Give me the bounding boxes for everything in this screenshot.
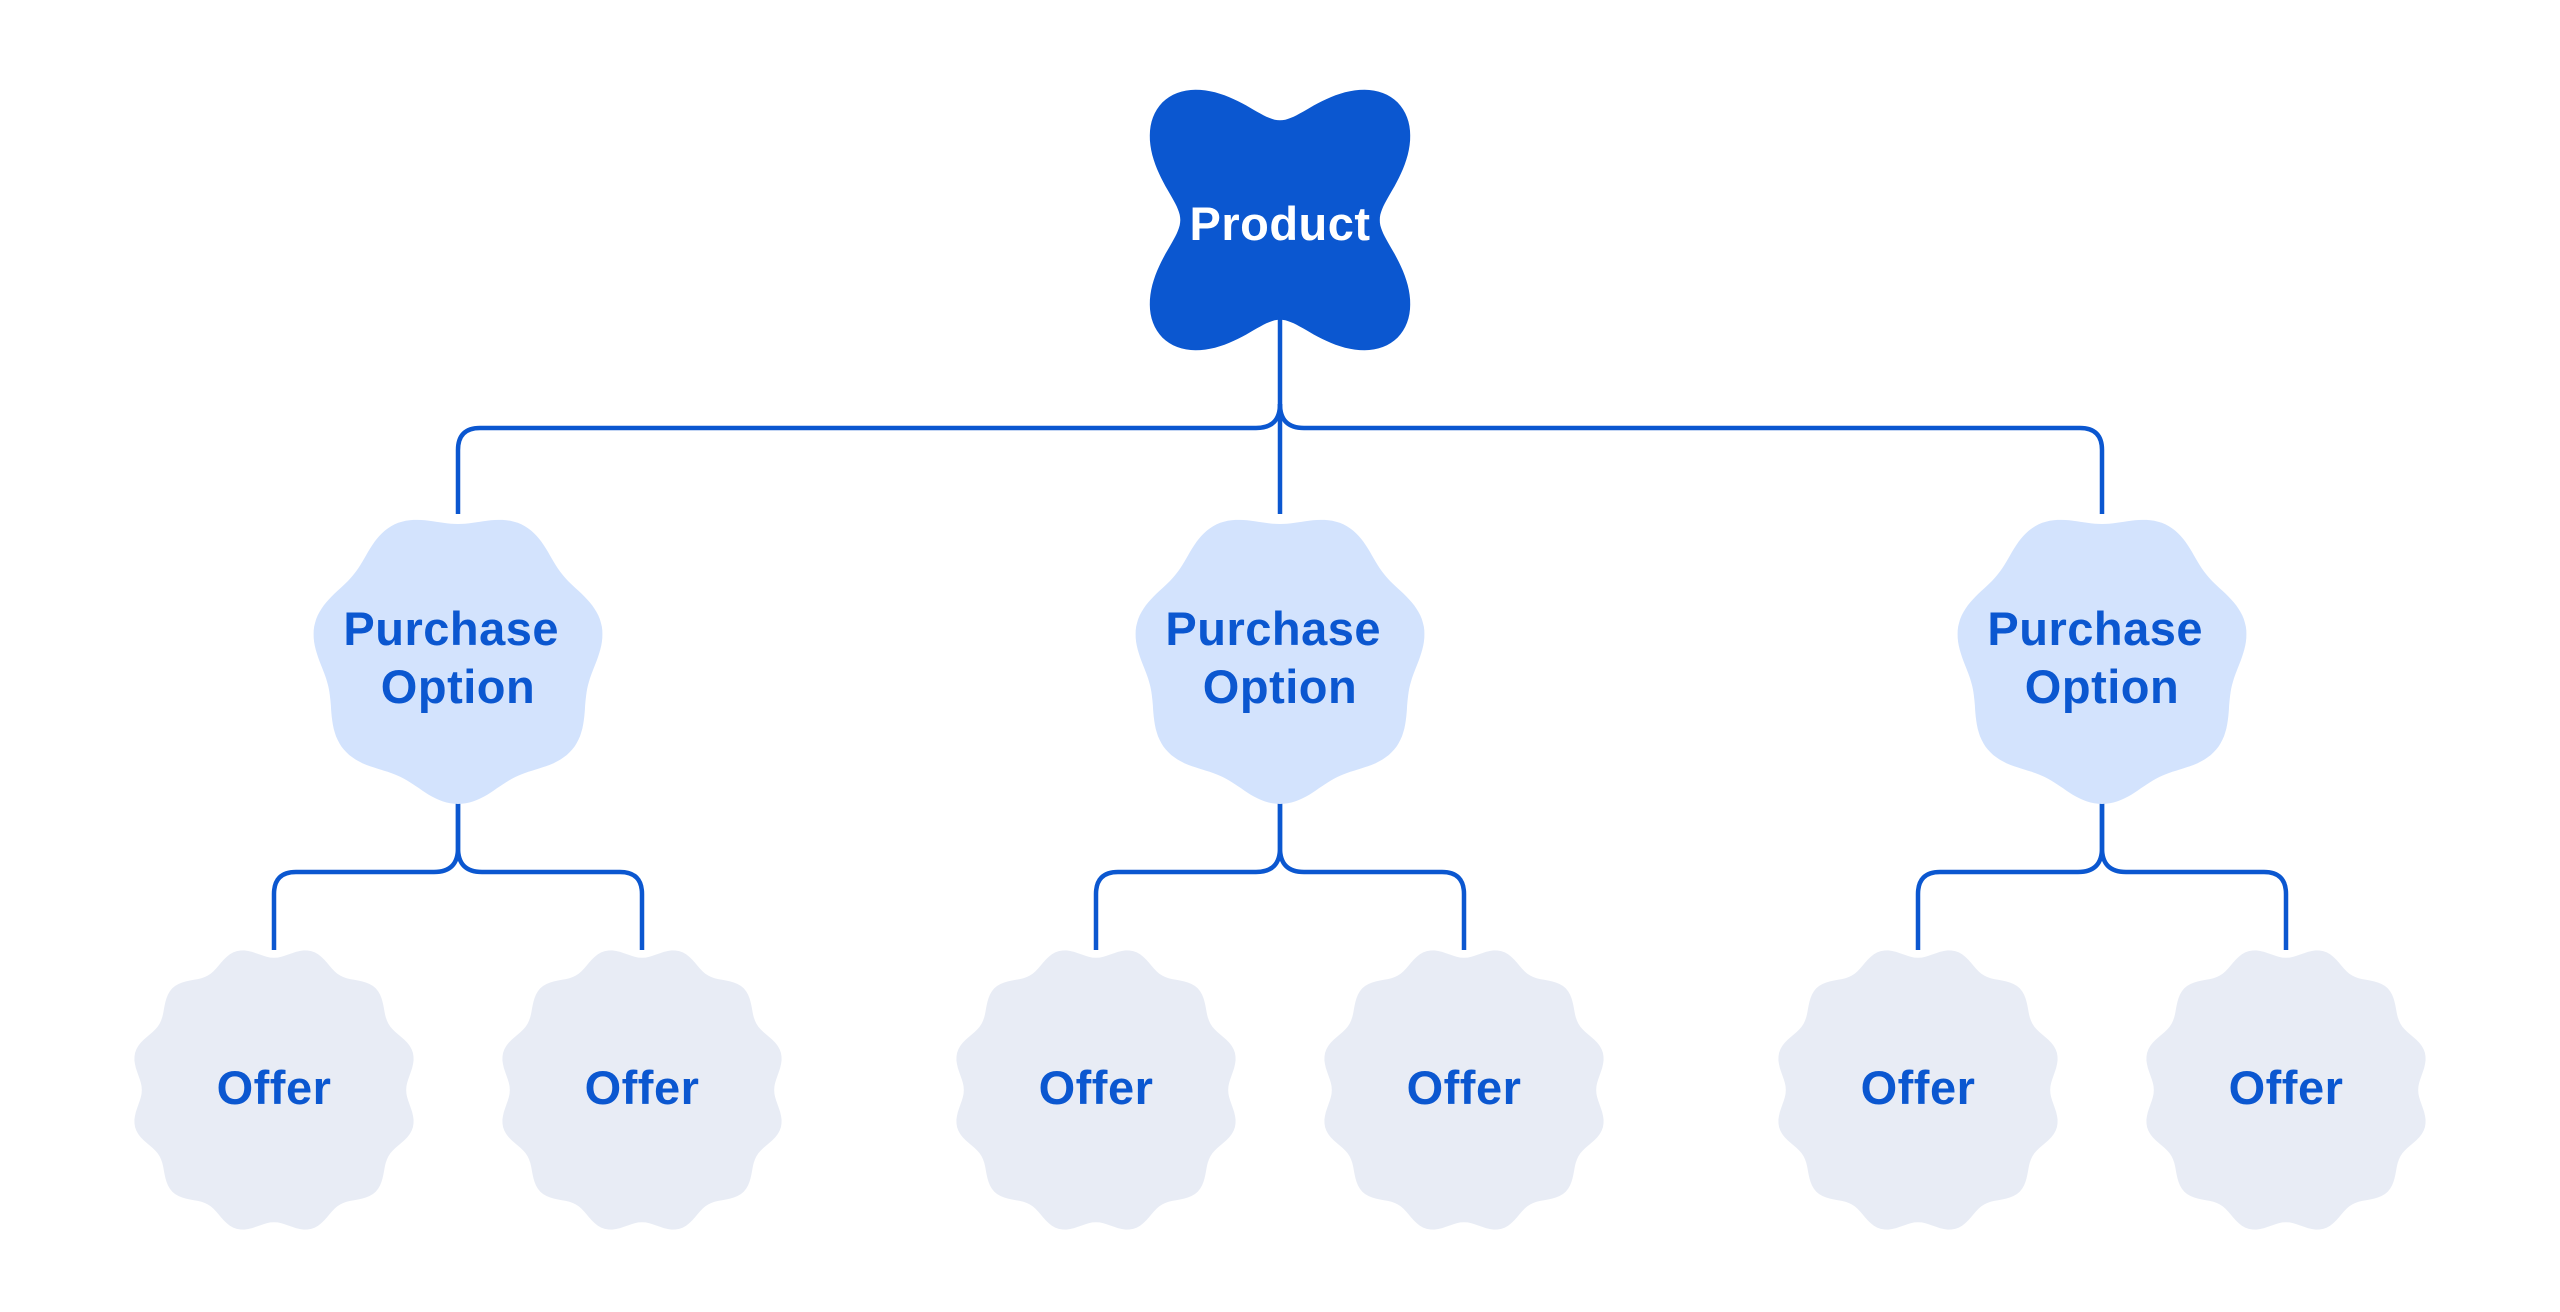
purchase-option-node-label: Purchase Option [1165,602,1394,713]
purchase-option-node-shape [1957,519,2247,804]
connector-line [1277,795,1467,950]
connector-line [2099,795,2289,950]
offer-node-label: Offer [1039,1061,1154,1114]
offer-node-label: Offer [585,1061,700,1114]
offer-node-shape [1778,950,2058,1230]
connector-line [1915,795,2105,950]
offer-node-shape [2146,950,2426,1230]
offer-node-shape [1324,950,1604,1230]
offer-node-label: Offer [1861,1061,1976,1114]
offer-node-shape [502,950,782,1230]
group-1-connectors [271,795,645,950]
group-2-connectors [1093,795,1467,950]
connector-line [1093,795,1283,950]
connector-line [271,795,461,950]
purchase-option-group-1: Purchase Option Offer Offer [134,519,782,1230]
purchase-option-group-2: Purchase Option Offer Offer [956,519,1604,1230]
product-node-label: Product [1189,197,1370,250]
root-connectors [455,318,2105,514]
offer-node-label: Offer [1407,1061,1522,1114]
purchase-option-group-3: Purchase Option Offer Offer [1778,519,2426,1230]
purchase-option-node-label: Purchase Option [1987,602,2216,713]
offer-node-label: Offer [217,1061,332,1114]
product-node: Product [1149,89,1411,351]
connector-line [1277,403,2105,514]
purchase-option-node-label: Purchase Option [343,602,572,713]
purchase-option-node-shape [1135,519,1425,804]
connector-line [455,403,1283,514]
product-node-shape [1149,89,1411,351]
offer-node-shape [134,950,414,1230]
connector-line [455,795,645,950]
offer-node-shape [956,950,1236,1230]
purchase-option-node-shape [313,519,603,804]
offer-node-label: Offer [2229,1061,2344,1114]
group-3-connectors [1915,795,2289,950]
